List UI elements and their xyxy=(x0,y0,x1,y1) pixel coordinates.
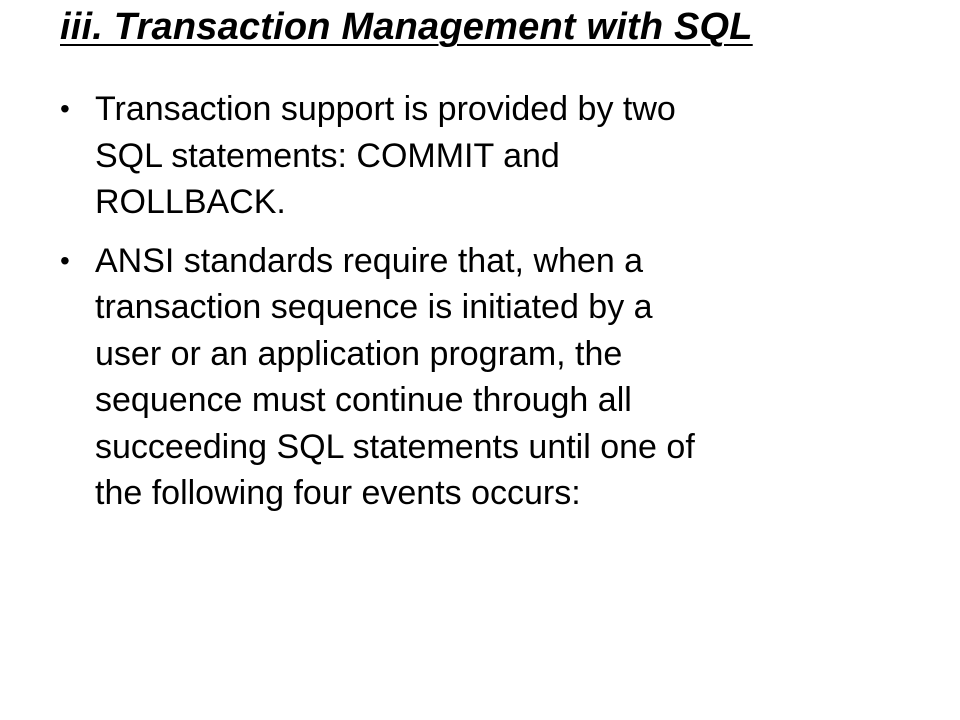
bullet-line: the following four events occurs: xyxy=(95,474,581,512)
bullet-line: transaction sequence is initiated by a xyxy=(95,288,653,326)
bullet-line: user or an application program, the xyxy=(95,334,623,373)
bullet-line: ANSI standards require that, when a xyxy=(95,241,644,280)
bullet-list: • Transaction support is provided by two… xyxy=(60,86,900,529)
bullet-line: ROLLBACK. xyxy=(95,183,286,221)
bullet-icon: • xyxy=(60,93,70,124)
bullet-line: succeeding SQL statements until one of xyxy=(95,427,695,466)
bullet-line: SQL statements: COMMIT and xyxy=(95,136,560,175)
slide-title: iii. Transaction Management with SQL xyxy=(60,6,753,48)
bullet-icon: • xyxy=(60,244,70,276)
bullet-line: sequence must continue through all xyxy=(95,381,632,419)
bullet-item-transaction-support: • Transaction support is provided by two… xyxy=(60,86,900,226)
bullet-item-ansi-standards: • ANSI standards require that, when a tr… xyxy=(60,238,900,517)
bullet-line: Transaction support is provided by two xyxy=(95,90,676,128)
